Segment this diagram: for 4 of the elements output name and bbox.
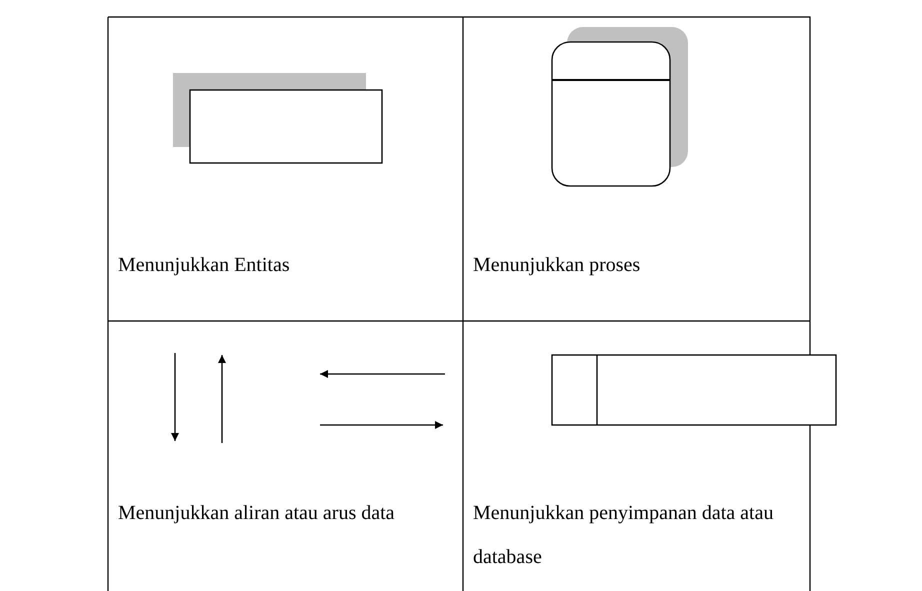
cell-text: Menunjukkan Entitas — [118, 253, 291, 278]
cell-text: Menunjukkan aliran atau arus data — [118, 501, 396, 526]
cell-text: Menunjukkan proses — [473, 253, 642, 278]
cell-text: Menunjukkan penyimpanan data atau database — [473, 501, 774, 570]
